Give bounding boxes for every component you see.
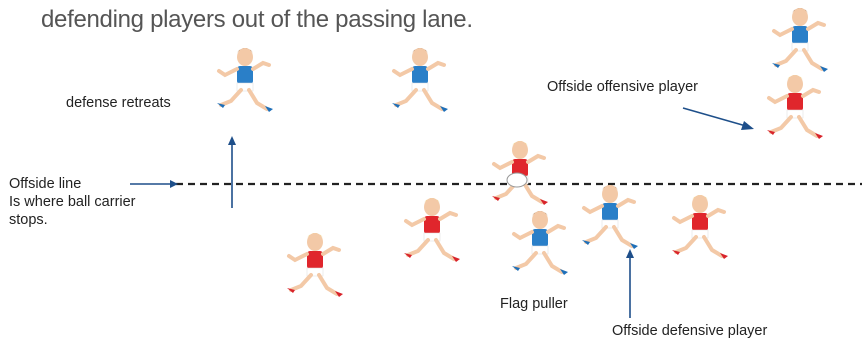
defender-top-right (772, 8, 828, 72)
offside-offensive-arrow (683, 108, 746, 126)
offensive-player-3 (672, 195, 728, 259)
ball-icon (507, 173, 527, 187)
label-flag-puller: Flag puller (500, 295, 568, 313)
offensive-player-2 (404, 198, 460, 262)
defender-retreating-2 (392, 48, 448, 112)
offensive-player-1 (287, 233, 343, 297)
label-offside-offensive: Offside offensive player (547, 78, 698, 96)
defender-retreating-1 (217, 48, 273, 112)
defense-retreat-arrowhead (228, 136, 236, 145)
label-defense-retreats: defense retreats (66, 94, 171, 112)
label-offside-line-3: stops. (9, 211, 48, 229)
flag-puller (512, 211, 568, 275)
label-offside-defensive: Offside defensive player (612, 322, 767, 340)
label-offside-line-2: Is where ball carrier (9, 193, 136, 211)
offside-line-arrowhead (170, 180, 178, 188)
label-offside-line: Offside line (9, 175, 81, 193)
offside-offensive-player (767, 75, 823, 139)
offside-offensive-arrowhead (741, 121, 754, 130)
offside-defensive-player (582, 185, 638, 249)
offside-defensive-arrowhead (626, 249, 634, 258)
